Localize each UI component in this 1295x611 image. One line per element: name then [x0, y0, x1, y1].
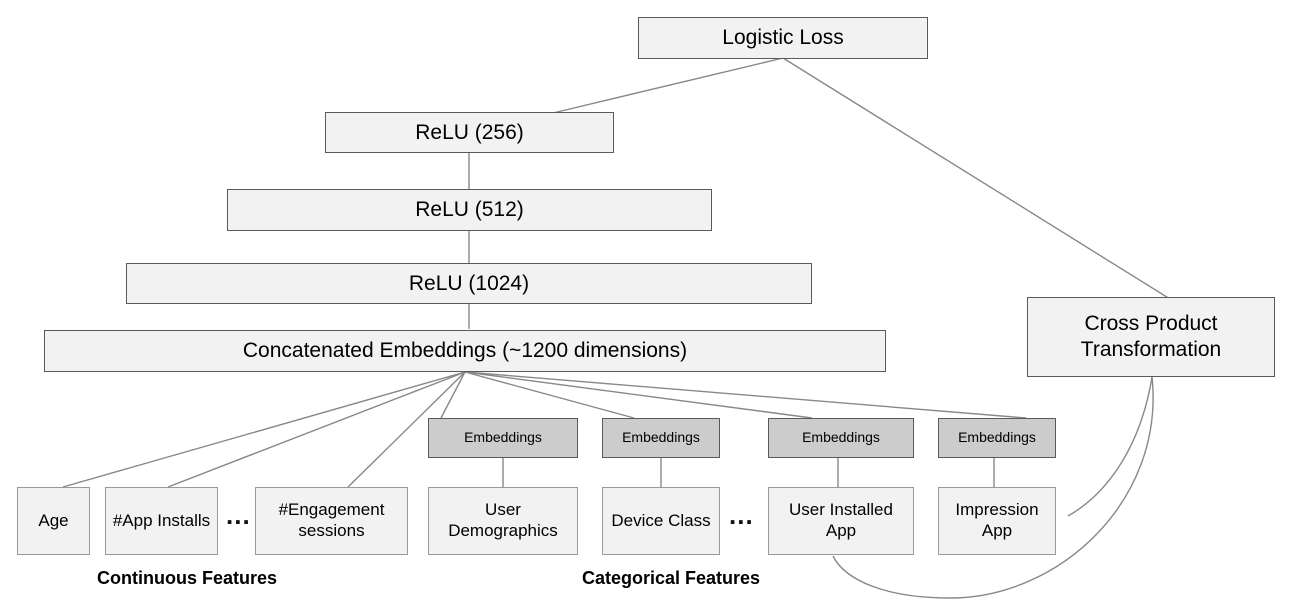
ellipsis-continuous: ...: [226, 500, 251, 531]
node-feature-age-label: Age: [38, 510, 69, 530]
node-feature-device-class[interactable]: Device Class: [602, 487, 720, 555]
edge-logisticloss-relu256: [552, 57, 784, 114]
group-label-categorical-features-text: Categorical Features: [582, 568, 761, 588]
node-cross-product-transformation[interactable]: Cross Product Transformation: [1027, 297, 1275, 377]
ellipsis-categorical-label: ...: [729, 500, 754, 530]
group-label-continuous-features-text: Continuous Features: [97, 568, 278, 588]
group-label-categorical-features: Categorical Features: [582, 568, 760, 589]
node-feature-impression-app[interactable]: Impression App: [938, 487, 1056, 555]
node-embedding-3[interactable]: Embeddings: [768, 418, 914, 458]
group-label-continuous-features: Continuous Features: [97, 568, 277, 589]
node-relu-256[interactable]: ReLU (256): [325, 112, 614, 153]
ellipsis-continuous-label: ...: [226, 500, 251, 530]
node-feature-impression-app-label: Impression App: [955, 500, 1039, 540]
node-concatenated-embeddings[interactable]: Concatenated Embeddings (~1200 dimension…: [44, 330, 886, 372]
node-feature-age[interactable]: Age: [17, 487, 90, 555]
edge-concat-embedding-1: [440, 371, 466, 419]
node-relu-256-label: ReLU (256): [415, 120, 524, 144]
node-relu-512[interactable]: ReLU (512): [227, 189, 712, 231]
node-relu-512-label: ReLU (512): [415, 198, 524, 222]
node-embedding-2-label: Embeddings: [622, 429, 700, 446]
edge-logisticloss-crossproduct: [782, 57, 1171, 300]
node-embedding-1-label: Embeddings: [464, 429, 542, 446]
edge-concat-embedding-4: [464, 371, 1027, 419]
edge-crossproduct-impressionapp: [1067, 376, 1153, 517]
node-embedding-3-label: Embeddings: [802, 429, 880, 446]
node-feature-user-demographics[interactable]: User Demographics: [428, 487, 578, 555]
node-embedding-1[interactable]: Embeddings: [428, 418, 578, 458]
node-cross-product-transformation-label: Cross Product Transformation: [1080, 312, 1222, 361]
node-relu-1024-label: ReLU (1024): [408, 271, 530, 295]
edge-concat-embedding-3: [464, 371, 813, 419]
node-feature-device-class-label: Device Class: [611, 510, 711, 530]
node-feature-engagement-sessions[interactable]: #Engagement sessions: [255, 487, 408, 555]
node-feature-user-demographics-label: User Demographics: [448, 500, 558, 540]
node-feature-app-installs-label: #App Installs: [112, 510, 211, 530]
node-logistic-loss-label: Logistic Loss: [722, 26, 844, 50]
edge-concat-age: [62, 371, 466, 488]
node-embedding-2[interactable]: Embeddings: [602, 418, 720, 458]
ellipsis-categorical: ...: [729, 500, 754, 531]
node-feature-engagement-sessions-label: #Engagement sessions: [278, 500, 385, 540]
node-feature-user-installed-app-label: User Installed App: [789, 500, 893, 540]
node-feature-user-installed-app[interactable]: User Installed App: [768, 487, 914, 555]
edge-concat-embedding-2: [464, 371, 635, 419]
node-embedding-4[interactable]: Embeddings: [938, 418, 1056, 458]
node-feature-app-installs[interactable]: #App Installs: [105, 487, 218, 555]
edge-concat-appinstalls: [167, 371, 466, 488]
node-embedding-4-label: Embeddings: [958, 429, 1036, 446]
node-relu-1024[interactable]: ReLU (1024): [126, 263, 812, 304]
node-concatenated-embeddings-label: Concatenated Embeddings (~1200 dimension…: [242, 339, 688, 363]
node-logistic-loss[interactable]: Logistic Loss: [638, 17, 928, 59]
